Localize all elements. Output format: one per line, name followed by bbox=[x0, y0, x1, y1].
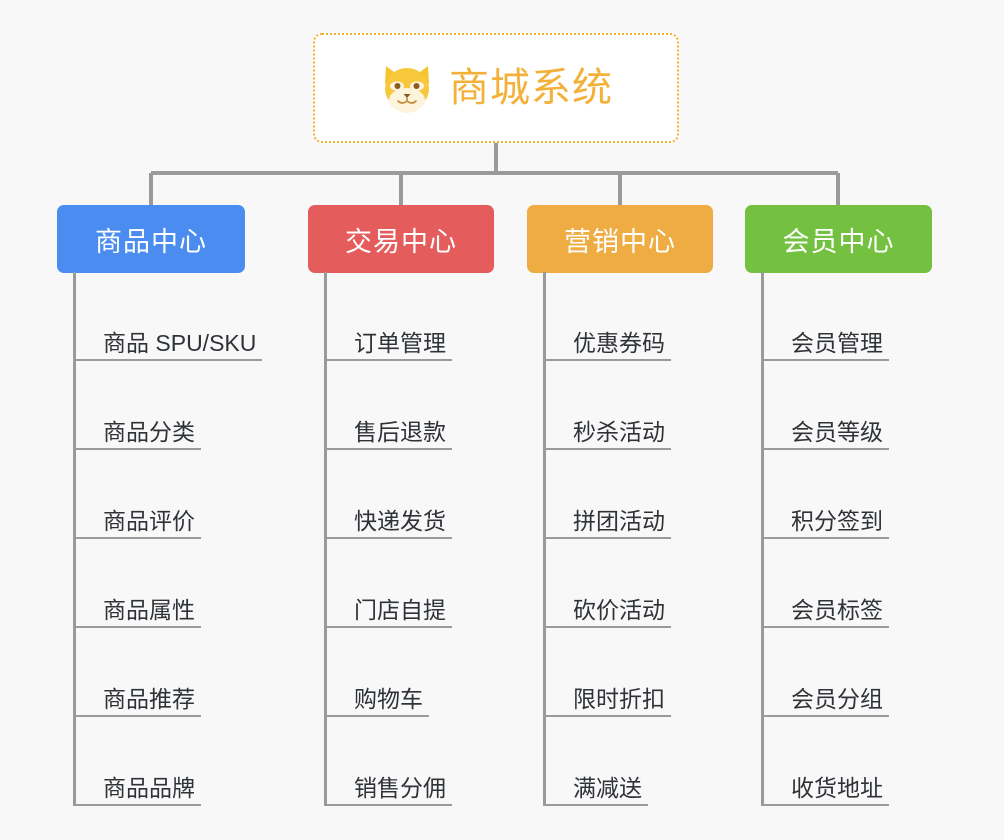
column-spine bbox=[73, 272, 76, 806]
leaf-item[interactable]: 会员等级 bbox=[761, 361, 889, 450]
leaf-label: 会员等级 bbox=[791, 418, 883, 445]
leaf-label: 拼团活动 bbox=[573, 507, 665, 534]
leaf-column-member-center: 会员管理 会员等级 积分签到 会员标签 会员分组 收货地址 bbox=[761, 272, 889, 806]
leaf-underline bbox=[761, 359, 889, 361]
leaf-underline bbox=[324, 804, 452, 806]
leaf-label: 商品属性 bbox=[103, 596, 195, 623]
leaf-label: 商品分类 bbox=[103, 418, 195, 445]
column-spine bbox=[761, 272, 764, 806]
branch-label: 商品中心 bbox=[95, 226, 207, 257]
leaf-label: 商品推荐 bbox=[103, 685, 195, 712]
leaf-underline bbox=[543, 448, 671, 450]
leaf-column-marketing-center: 优惠券码 秒杀活动 拼团活动 砍价活动 限时折扣 满减送 bbox=[543, 272, 671, 806]
column-spine bbox=[324, 272, 327, 806]
leaf-underline bbox=[324, 715, 429, 717]
leaf-item[interactable]: 砍价活动 bbox=[543, 539, 671, 628]
branch-box-member-center[interactable]: 会员中心 bbox=[745, 205, 932, 273]
leaf-label: 销售分佣 bbox=[354, 774, 446, 801]
leaf-item[interactable]: 拼团活动 bbox=[543, 450, 671, 539]
column-spine bbox=[543, 272, 546, 806]
branch-label: 营销中心 bbox=[564, 226, 676, 257]
branch-box-product-center[interactable]: 商品中心 bbox=[57, 205, 245, 273]
leaf-item[interactable]: 售后退款 bbox=[324, 361, 452, 450]
leaf-label: 限时折扣 bbox=[573, 685, 665, 712]
leaf-item[interactable]: 商品评价 bbox=[73, 450, 262, 539]
leaf-label: 售后退款 bbox=[354, 418, 446, 445]
leaf-underline bbox=[761, 804, 889, 806]
leaf-underline bbox=[73, 715, 201, 717]
leaf-underline bbox=[543, 537, 671, 539]
leaf-item[interactable]: 商品 SPU/SKU bbox=[73, 272, 262, 361]
leaf-underline bbox=[73, 359, 262, 361]
leaf-label: 商品评价 bbox=[103, 507, 195, 534]
leaf-label: 商品 SPU/SKU bbox=[103, 329, 257, 356]
leaf-item[interactable]: 商品分类 bbox=[73, 361, 262, 450]
leaf-underline bbox=[324, 448, 452, 450]
leaf-item[interactable]: 秒杀活动 bbox=[543, 361, 671, 450]
leaf-underline bbox=[73, 626, 201, 628]
leaf-underline bbox=[761, 537, 889, 539]
leaf-underline bbox=[761, 715, 889, 717]
leaf-item[interactable]: 会员管理 bbox=[761, 272, 889, 361]
leaf-underline bbox=[324, 626, 452, 628]
shiba-dog-icon bbox=[385, 66, 429, 113]
leaf-underline bbox=[324, 359, 452, 361]
leaf-label: 订单管理 bbox=[354, 329, 446, 356]
leaf-underline bbox=[761, 626, 889, 628]
leaf-item[interactable]: 优惠券码 bbox=[543, 272, 671, 361]
leaf-underline bbox=[761, 448, 889, 450]
leaf-item[interactable]: 积分签到 bbox=[761, 450, 889, 539]
leaf-item[interactable]: 商品品牌 bbox=[73, 717, 262, 806]
root-node[interactable]: 商城系统 bbox=[313, 33, 679, 143]
leaf-item[interactable]: 快递发货 bbox=[324, 450, 452, 539]
branch-box-trade-center[interactable]: 交易中心 bbox=[308, 205, 494, 273]
branch-label: 交易中心 bbox=[345, 226, 457, 257]
leaf-underline bbox=[543, 715, 671, 717]
branch-label: 会员中心 bbox=[782, 226, 895, 257]
leaf-label: 会员管理 bbox=[791, 329, 883, 356]
leaf-item[interactable]: 会员标签 bbox=[761, 539, 889, 628]
leaf-item[interactable]: 商品属性 bbox=[73, 539, 262, 628]
leaf-underline bbox=[73, 537, 201, 539]
root-title: 商城系统 bbox=[449, 66, 613, 110]
leaf-column-product-center: 商品 SPU/SKU 商品分类 商品评价 商品属性 商品推荐 商品品牌 bbox=[73, 272, 262, 806]
leaf-label: 商品品牌 bbox=[103, 774, 195, 801]
leaf-item[interactable]: 满减送 bbox=[543, 717, 671, 806]
leaf-label: 快递发货 bbox=[354, 507, 446, 534]
leaf-underline bbox=[543, 359, 671, 361]
leaf-label: 收货地址 bbox=[791, 774, 883, 801]
leaf-item[interactable]: 门店自提 bbox=[324, 539, 452, 628]
leaf-label: 砍价活动 bbox=[573, 596, 665, 623]
leaf-column-trade-center: 订单管理 售后退款 快递发货 门店自提 购物车 销售分佣 bbox=[324, 272, 452, 806]
leaf-underline bbox=[543, 626, 671, 628]
leaf-item[interactable]: 收货地址 bbox=[761, 717, 889, 806]
leaf-underline bbox=[73, 448, 201, 450]
leaf-label: 满减送 bbox=[573, 774, 642, 801]
leaf-underline bbox=[324, 537, 452, 539]
leaf-item[interactable]: 商品推荐 bbox=[73, 628, 262, 717]
leaf-label: 积分签到 bbox=[791, 507, 883, 534]
leaf-item[interactable]: 购物车 bbox=[324, 628, 452, 717]
leaf-label: 秒杀活动 bbox=[573, 418, 665, 445]
leaf-item[interactable]: 限时折扣 bbox=[543, 628, 671, 717]
leaf-label: 会员分组 bbox=[791, 685, 883, 712]
leaf-underline bbox=[73, 804, 201, 806]
leaf-item[interactable]: 会员分组 bbox=[761, 628, 889, 717]
leaf-label: 优惠券码 bbox=[573, 329, 665, 356]
leaf-underline bbox=[543, 804, 648, 806]
leaf-label: 门店自提 bbox=[354, 596, 446, 623]
leaf-item[interactable]: 销售分佣 bbox=[324, 717, 452, 806]
branch-box-marketing-center[interactable]: 营销中心 bbox=[527, 205, 713, 273]
leaf-label: 购物车 bbox=[354, 685, 423, 712]
leaf-label: 会员标签 bbox=[791, 596, 883, 623]
leaf-item[interactable]: 订单管理 bbox=[324, 272, 452, 361]
